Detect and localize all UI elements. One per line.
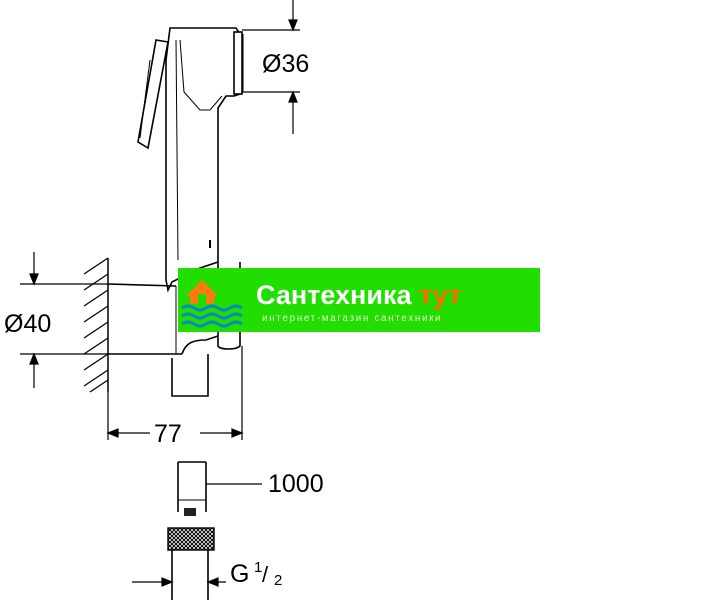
wall-hatch	[83, 257, 109, 393]
watermark-title-main: Сантехника	[256, 280, 419, 310]
thread-numerator: 1	[254, 559, 262, 576]
watermark-title-accent: тут	[419, 280, 461, 310]
thread-main-label: G	[230, 560, 249, 588]
hand-shower	[137, 27, 244, 293]
thread-slash: /	[262, 562, 269, 587]
thread-stub	[171, 550, 209, 600]
thread-denominator: 2	[274, 572, 282, 589]
depth-label: 77	[154, 420, 182, 448]
watermark-title: Сантехника тут	[256, 280, 461, 310]
hose-connector	[177, 461, 207, 516]
dimension-lines	[20, 0, 300, 587]
watermark-logo	[181, 280, 243, 328]
knurled-nut	[167, 527, 215, 551]
hose-length-label: 1000	[268, 470, 324, 498]
holder-diameter-label: Ø40	[4, 310, 51, 338]
thread-label: G 1 / 2	[230, 559, 282, 589]
watermark-subtitle: интернет-магазин сантехники	[262, 313, 442, 324]
head-diameter-label: Ø36	[262, 50, 309, 78]
watermark-banner: Сантехника тут интернет-магазин сантехни…	[178, 268, 540, 332]
wall-holder	[107, 262, 241, 397]
